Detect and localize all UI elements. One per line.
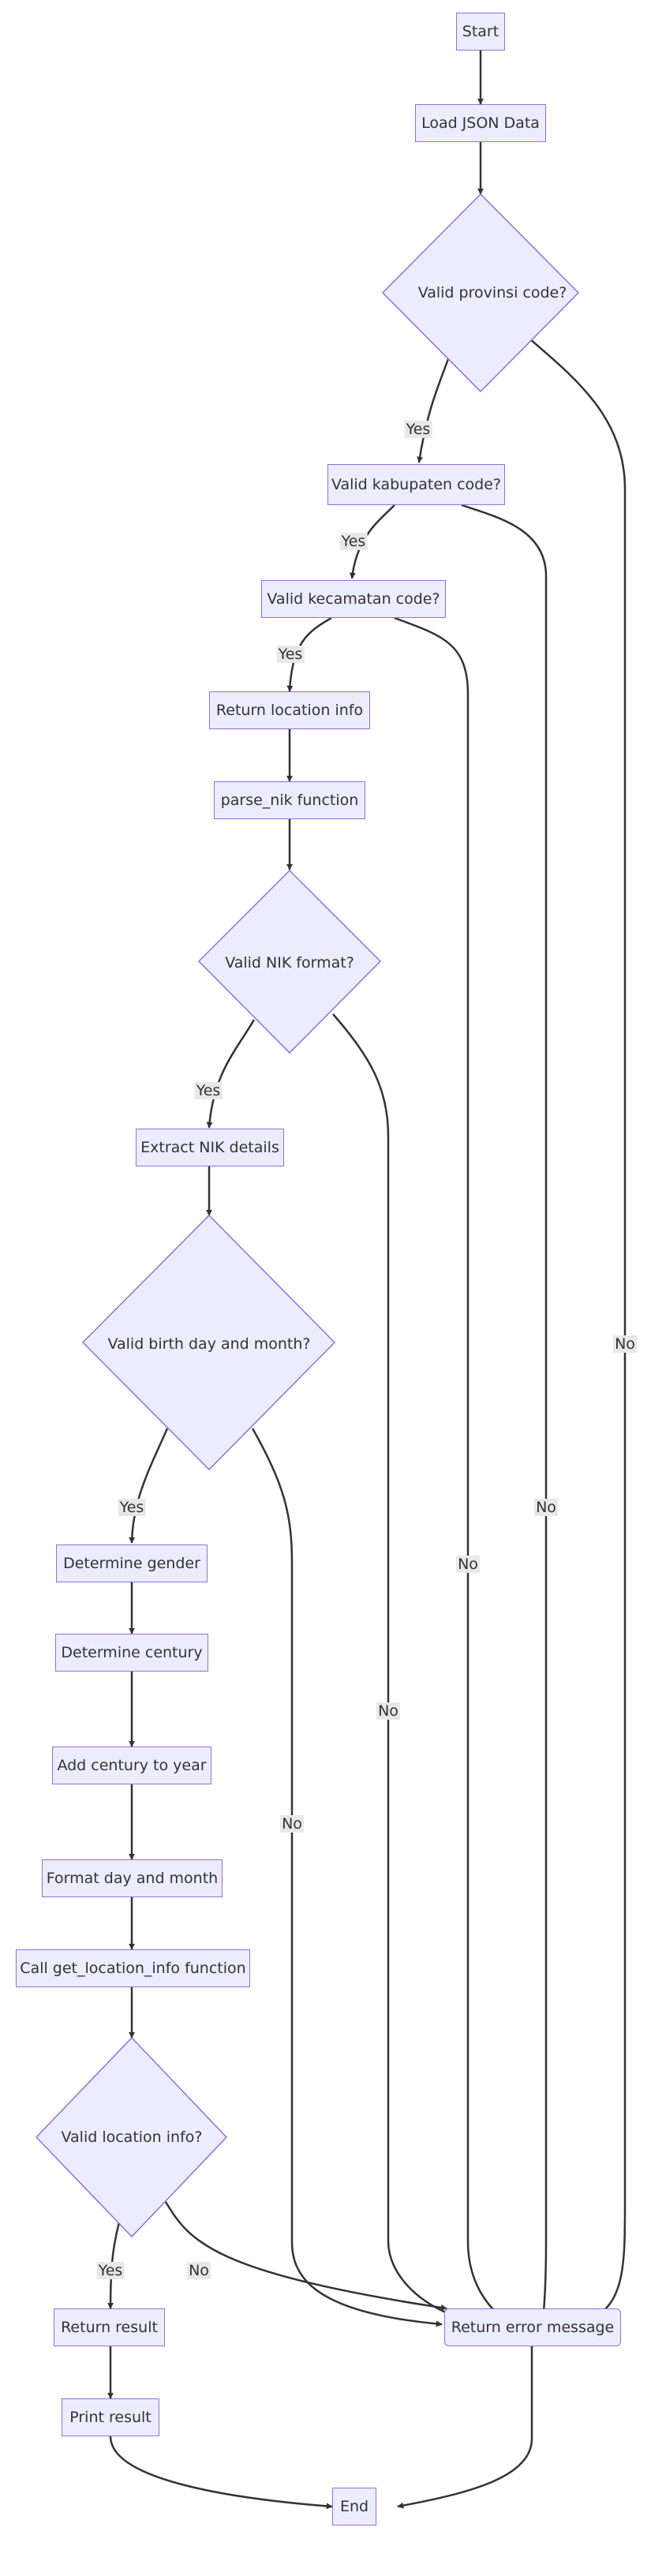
diamond-valid-location-info — [35, 2036, 228, 2238]
edge-kabupaten-error — [461, 504, 548, 2321]
edge-label-no: No — [534, 1499, 558, 1516]
edge-error-end — [397, 2346, 533, 2509]
node-load-json: Load JSON Data — [415, 104, 546, 142]
node-valid-kabupaten: Valid kabupaten code? — [327, 464, 505, 505]
edge-provinsi-error — [529, 339, 627, 2322]
node-add-century: Add century to year — [52, 1747, 211, 1784]
node-print-result: Print result — [62, 2398, 159, 2436]
node-parse-nik: parse_nik function — [214, 781, 365, 819]
node-start: Start — [456, 13, 505, 51]
label-valid-nik-format: Valid NIK format? — [225, 954, 354, 972]
edge-label-yes: Yes — [339, 533, 368, 550]
node-determine-century: Determine century — [55, 1634, 208, 1672]
edge-location-error — [164, 2201, 447, 2311]
edge-kabupaten-kecamatan — [349, 504, 395, 579]
edge-label-no: No — [187, 2262, 211, 2279]
edge-label-yes: Yes — [404, 421, 432, 438]
node-extract-nik-details: Extract NIK details — [136, 1129, 284, 1166]
edge-birth-error — [251, 1428, 443, 2327]
node-return-result: Return result — [54, 2308, 165, 2346]
edge-location-result — [107, 2218, 122, 2309]
node-return-location-info: Return location info — [209, 691, 370, 729]
edge-label-yes: Yes — [96, 2262, 125, 2279]
edge-nik-extract — [206, 1019, 256, 1129]
diamond-valid-nik-format — [197, 869, 382, 1054]
diamond-valid-provinsi — [381, 193, 580, 393]
node-call-get-location: Call get_location_info function — [16, 1949, 250, 1987]
edge-birth-gender — [129, 1428, 169, 1544]
label-valid-provinsi: Valid provinsi code? — [417, 284, 567, 301]
edge-label-yes: Yes — [194, 1082, 223, 1099]
node-end: End — [332, 2488, 376, 2525]
edge-label-no: No — [280, 1815, 304, 1833]
label-valid-birth: Valid birth day and month? — [107, 1335, 311, 1353]
node-return-error: Return error message — [444, 2308, 621, 2346]
edge-kecamatan-returnloc — [286, 616, 332, 692]
label-valid-location-info: Valid location info? — [61, 2129, 203, 2146]
diamond-valid-birth — [81, 1214, 336, 1471]
edge-label-no: No — [376, 1702, 400, 1720]
edge-label-no: No — [613, 1335, 637, 1353]
edge-print-end — [109, 2436, 333, 2510]
node-valid-kecamatan: Valid kecamatan code? — [261, 580, 446, 618]
edge-label-no: No — [456, 1556, 480, 1573]
edge-label-yes: Yes — [276, 646, 305, 663]
edge-kecamatan-error — [394, 616, 506, 2321]
edge-label-yes: Yes — [118, 1499, 146, 1516]
node-determine-gender: Determine gender — [56, 1544, 208, 1582]
edge-provinsi-kabupaten — [417, 358, 450, 463]
node-format-day-month: Format day and month — [42, 1859, 223, 1897]
edge-nik-error — [332, 1013, 474, 2324]
